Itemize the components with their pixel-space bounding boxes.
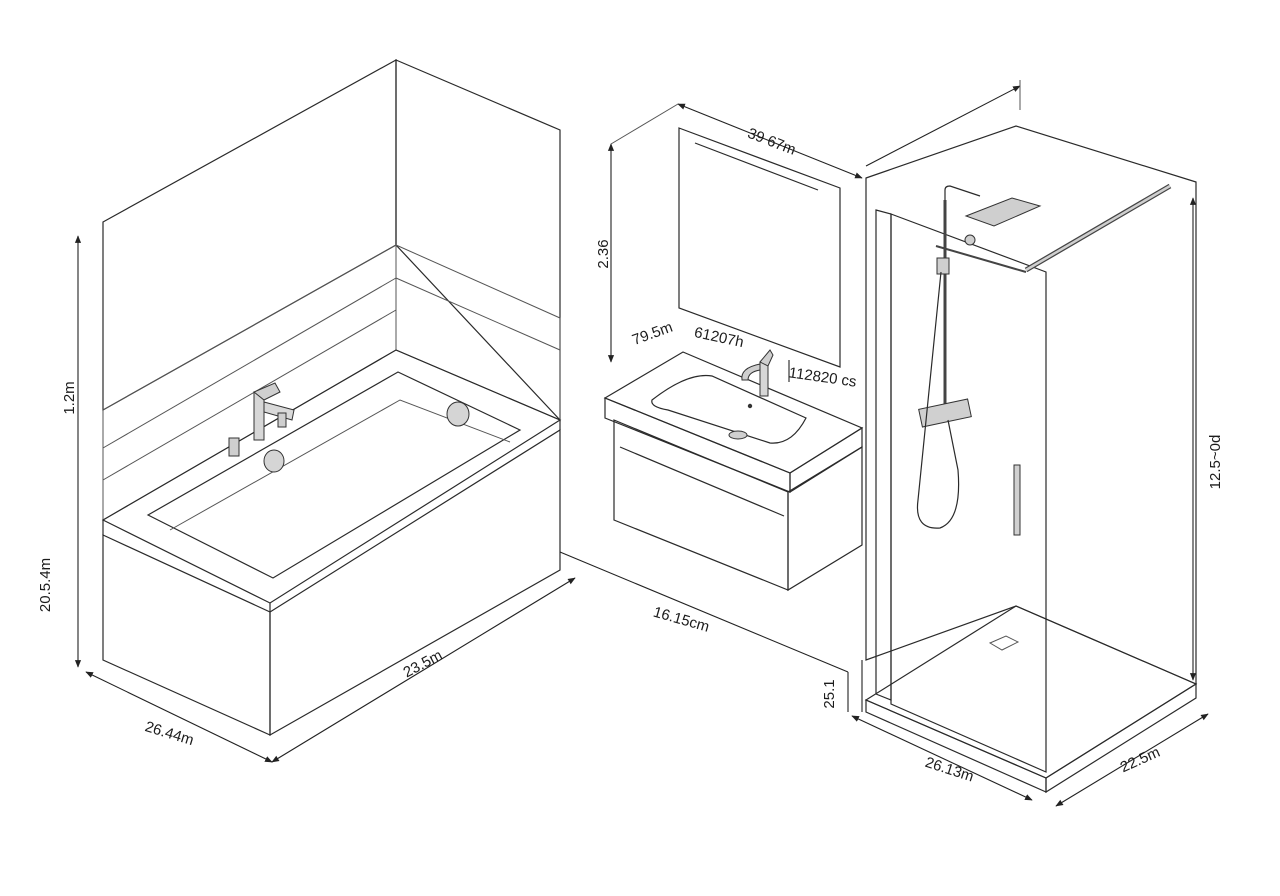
vanity-basin [651, 374, 807, 444]
bath-back-wall [102, 58, 397, 412]
bath-side-wall [395, 59, 561, 422]
vanity-assembly [603, 103, 864, 592]
bath-tile-band-back [102, 244, 397, 521]
dim-shower-depth: 22.5m [1118, 744, 1163, 776]
bath-drain-knob [263, 449, 285, 473]
bath-basin [146, 371, 522, 579]
dim-mirror-height: 2.36 [595, 239, 612, 268]
shower-assembly [847, 80, 1209, 807]
bath-overflow-knob [446, 401, 470, 427]
bath-rim [101, 349, 562, 604]
dim-bath-height-upper: 1.2m [61, 381, 78, 414]
dim-shower-height: 12.5~0d [1207, 435, 1224, 490]
dim-bath-height-lower: 20.5.4m [37, 558, 54, 612]
bathtub-assembly [74, 58, 849, 763]
shower-glass-front [890, 213, 1047, 773]
vanity-cabinet-front [613, 419, 789, 591]
vanity-faucet [741, 349, 774, 397]
dim-bath-depth: 26.44m [143, 718, 196, 749]
bath-front-face [102, 534, 271, 736]
shower-column [916, 185, 1042, 529]
dim-shower-gap: 25.1 [821, 679, 838, 708]
bath-side-face [269, 428, 561, 737]
vanity-cabinet-side [787, 445, 863, 592]
dim-shower-width: 26.13m [923, 754, 976, 786]
dim-vanity-b: 61207h [693, 324, 746, 351]
dim-vanity-a: 79.5m [630, 319, 675, 349]
shower-glass-side [875, 209, 892, 701]
dim-vanity-c: 112820 cs [788, 364, 858, 390]
dim-bath-length: 23.5m [400, 647, 445, 682]
dim-mirror-width: 39 67m [745, 125, 798, 159]
bath-faucet [228, 382, 295, 457]
shower-door-handle [1013, 464, 1021, 536]
dim-gap-width: 16.15cm [651, 604, 711, 636]
